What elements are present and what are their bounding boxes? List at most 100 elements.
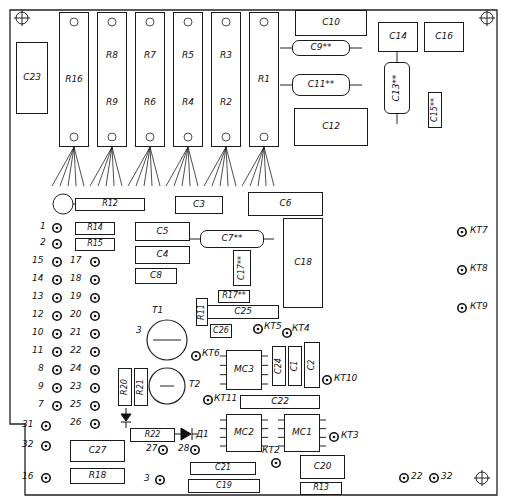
component-outline: МС3: [226, 350, 262, 390]
ref-designator: R2: [220, 98, 232, 108]
ref-designator: C14: [389, 32, 407, 42]
ref-designator: C23: [23, 73, 41, 83]
pad-hole: [42, 224, 466, 484]
component-outline: R11: [196, 298, 208, 326]
ref-designator: МС2: [234, 428, 254, 438]
component-outline: R5R4: [173, 12, 203, 147]
part-label: КТ5: [264, 322, 282, 332]
component-outline: C16: [424, 22, 464, 52]
ref-designator: C2: [308, 360, 317, 371]
part-label: Д1: [196, 430, 209, 440]
ref-designator: C11**: [308, 80, 335, 90]
part-label: T1: [152, 306, 163, 316]
ref-designator: R6: [144, 98, 156, 108]
ref-designator: C1: [291, 361, 300, 372]
ref-designator: МС3: [234, 365, 254, 375]
ref-designator: R5: [182, 51, 194, 61]
component-outline: C21: [190, 462, 256, 475]
part-label: КТ9: [470, 302, 488, 312]
ref-designator: C26: [213, 327, 229, 336]
component-outline: R14: [75, 222, 115, 235]
pin-number: 22: [70, 346, 81, 356]
component-outline: C4: [135, 246, 190, 264]
ref-designator: R17**: [222, 292, 246, 301]
pin-number: 20: [70, 310, 81, 320]
pin-number: 25: [70, 400, 81, 410]
component-outline: C18: [283, 218, 323, 308]
part-label: КТ8: [470, 264, 488, 274]
component-outline: C24: [272, 346, 286, 386]
pin-number: 14: [32, 274, 43, 284]
component-outline: C1: [288, 346, 302, 386]
ref-designator: R8: [106, 51, 118, 61]
component-outline: C6: [248, 192, 323, 216]
component-outline: C27: [70, 440, 125, 462]
component-outline: R18: [70, 468, 125, 484]
ref-designator: C16: [435, 32, 453, 42]
ref-designator: C6: [279, 199, 291, 209]
ref-designator: R13: [313, 484, 329, 493]
part-label: КТ7: [470, 226, 488, 236]
ref-designator: R1: [258, 75, 270, 85]
pin-number: 21: [70, 328, 81, 338]
pin-number: 24: [70, 364, 81, 374]
pin-number: 32: [441, 472, 452, 482]
ref-designator: C24: [275, 358, 284, 374]
component-outline: C14: [378, 22, 418, 52]
pin-number: 12: [32, 310, 43, 320]
component-outline: R3R2: [211, 12, 241, 147]
ref-designator: R22: [145, 431, 161, 440]
ref-designator: C19: [216, 482, 232, 491]
ref-designator: R3: [220, 51, 232, 61]
ref-designator: C25: [234, 307, 252, 317]
ref-designator: C18: [294, 258, 312, 268]
component-outline: R22: [130, 428, 175, 442]
pin-number: 13: [32, 292, 43, 302]
ref-designator: R11: [198, 304, 207, 320]
ref-designator: C21: [215, 464, 231, 473]
pin-number: 23: [70, 382, 81, 392]
part-label: КТ3: [341, 431, 359, 441]
ref-designator: C12: [322, 122, 340, 132]
pin-number: 17: [70, 256, 81, 266]
component-outline: МС2: [226, 414, 262, 452]
pin-number: 31: [22, 420, 33, 430]
ref-designator: R7: [144, 51, 156, 61]
ref-designator: R20: [121, 379, 130, 395]
ref-designator: R12: [102, 200, 118, 209]
component-outline: C10: [295, 10, 367, 36]
board-outline: [10, 10, 497, 495]
pin-number: 26: [70, 418, 81, 428]
component-outline: МС1: [284, 414, 320, 452]
component-outline: C22: [240, 395, 320, 409]
component-outline: C19: [188, 479, 260, 493]
ref-designator: C22: [271, 397, 289, 407]
component-outline: C5: [135, 222, 190, 241]
pin-number: 9: [38, 382, 44, 392]
component-outline: R12: [75, 198, 145, 211]
ref-designator: C5: [156, 227, 168, 237]
component-outline: R13: [300, 482, 342, 495]
ref-designator: C3: [193, 200, 205, 210]
component-outline: C13**: [384, 62, 410, 114]
component-outline: C2: [304, 342, 320, 388]
pin-number: 22: [411, 472, 422, 482]
ref-designator: C9**: [310, 43, 331, 53]
ref-designator: C4: [156, 250, 168, 260]
component-outline: C23: [16, 42, 48, 114]
lead-wire: [53, 48, 397, 239]
ref-designator: C27: [89, 446, 107, 456]
pin-number: 18: [70, 274, 81, 284]
pin-number: 16: [22, 472, 33, 482]
pin-number: 3: [136, 326, 142, 336]
component-outline: C9**: [292, 40, 350, 56]
pin-number: 28: [178, 444, 189, 454]
part-label: КТ10: [334, 374, 357, 384]
ref-designator: C7**: [221, 234, 242, 244]
pin-number: 10: [32, 328, 43, 338]
pin-number: 8: [38, 364, 44, 374]
component-outline: R20: [118, 368, 132, 406]
ref-designator: C10: [322, 18, 340, 28]
pin-number: 3: [144, 474, 150, 484]
component-outline: R7R6: [135, 12, 165, 147]
